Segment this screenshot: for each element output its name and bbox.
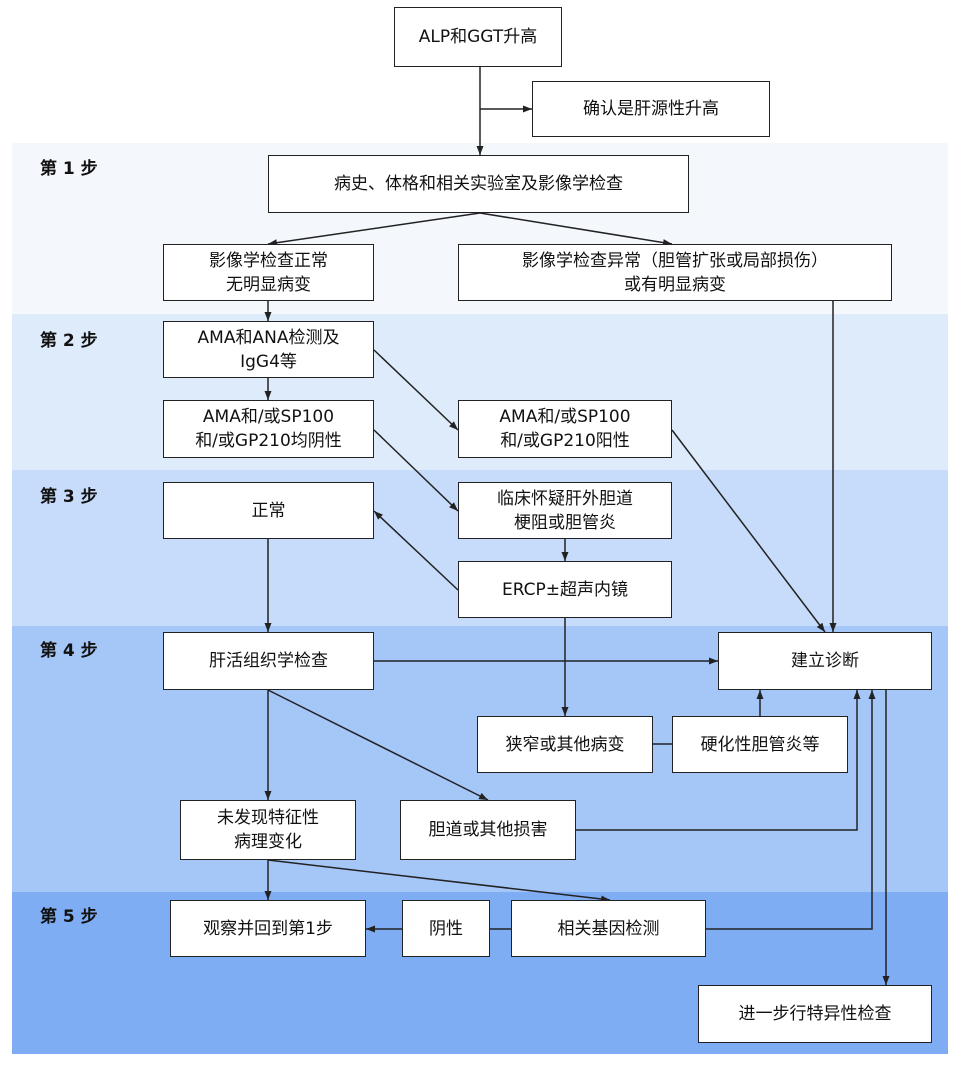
node-history-exam: 病史、体格和相关实验室及影像学检查 — [268, 155, 689, 213]
node-gene-test: 相关基因检测 — [511, 900, 706, 957]
node-observe-return: 观察并回到第1步 — [170, 900, 366, 957]
node-sclerosing-cholangitis: 硬化性胆管炎等 — [672, 716, 848, 773]
node-ama-positive: AMA和/或SP100 和/或GP210阳性 — [458, 400, 672, 458]
edge-biledamage-diagnosis — [576, 690, 861, 831]
node-no-characteristic-change: 未发现特征性 病理变化 — [180, 800, 356, 860]
edge-ercp-normal — [373, 510, 459, 591]
edge-nofeature-genetest — [267, 859, 611, 903]
node-further-specific-test: 进一步行特异性检查 — [698, 985, 932, 1043]
node-liver-biopsy: 肝活组织学检查 — [163, 632, 374, 690]
node-normal: 正常 — [163, 482, 374, 539]
step-label-1: 第 1 步 — [40, 159, 98, 179]
edge-history-imgabnormal — [479, 212, 673, 247]
node-biliary-damage: 胆道或其他损害 — [400, 800, 576, 860]
edge-amaneg-suspect — [373, 429, 459, 512]
node-alp-ggt-elevated: ALP和GGT升高 — [394, 7, 562, 67]
edge-amatest-amapos — [373, 349, 459, 431]
node-stenosis: 狭窄或其他病变 — [477, 716, 653, 773]
edge-history-imgnormal — [267, 212, 481, 247]
node-confirm-hepatic: 确认是肝源性升高 — [532, 81, 770, 137]
node-establish-diagnosis: 建立诊断 — [718, 632, 932, 690]
node-imaging-normal: 影像学检查正常 无明显病变 — [163, 244, 374, 301]
node-ercp: ERCP±超声内镜 — [458, 561, 672, 618]
node-ama-ana-test: AMA和ANA检测及 IgG4等 — [163, 321, 374, 378]
step-label-3: 第 3 步 — [40, 487, 98, 507]
edge-biopsy-biledamage — [267, 689, 489, 801]
edge-genetest-diagnosis — [706, 690, 876, 930]
step-label-4: 第 4 步 — [40, 641, 98, 661]
step-label-2: 第 2 步 — [40, 331, 98, 351]
node-ama-negative: AMA和/或SP100 和/或GP210均阴性 — [163, 400, 374, 458]
node-imaging-abnormal: 影像学检查异常（胆管扩张或局部损伤） 或有明显病变 — [458, 244, 892, 301]
step-label-5: 第 5 步 — [40, 907, 98, 927]
edge-amapos-diagnosis — [671, 429, 826, 633]
node-negative: 阴性 — [402, 900, 490, 957]
node-suspect-obstruction: 临床怀疑肝外胆道 梗阻或胆管炎 — [458, 482, 672, 539]
